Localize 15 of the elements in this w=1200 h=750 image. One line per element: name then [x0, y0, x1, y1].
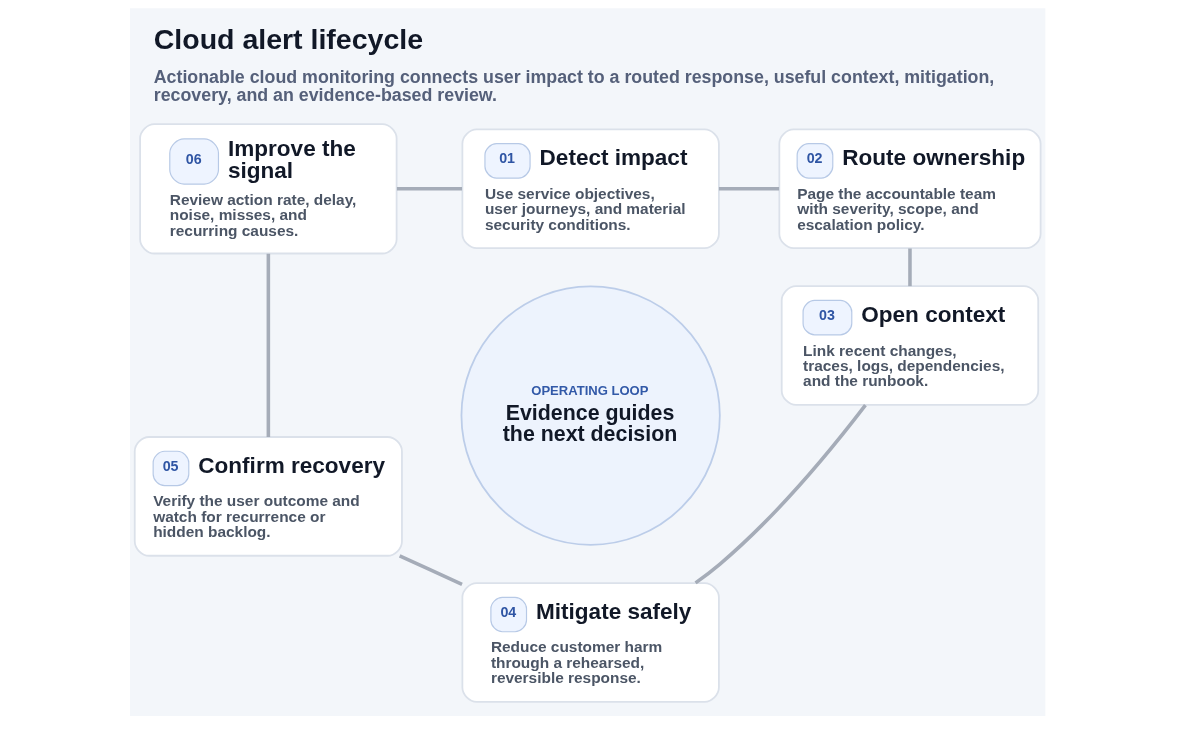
node-box: 01 Detect impact Use service objectives, user journeys, and material security conditions.	[461, 128, 720, 250]
caption: Actionable cloud monitoring connects user impact to a routed response, useful context, mitigation, recovery, and an evidence-based review.	[153, 67, 994, 105]
node-box: 02 Route ownership Page the accountable team with severity, scope, and escalation policy.	[777, 128, 1041, 250]
node-box: 06 Improve the signal Review action rate, delay, noise, misses, and recurring causes.	[138, 123, 397, 255]
node-box: 04 Mitigate safely Reduce customer harm through a rehearsed, reversible response.	[461, 582, 720, 703]
connector	[398, 554, 463, 586]
node-box: 05 Confirm recovery Verify the user outcome and watch for recurrence or hidden backlog.	[133, 436, 403, 557]
connector	[396, 187, 462, 191]
node-circle: OPERATING LOOP Evidence guides the next decision	[460, 285, 721, 546]
connector	[718, 187, 779, 191]
connector	[266, 253, 270, 437]
diagram-title: Cloud alert lifecycle	[153, 22, 423, 55]
connector	[694, 404, 867, 585]
connector	[907, 248, 912, 287]
node-box: 03 Open context Link recent changes, traces, logs, dependencies, and the runbook.	[780, 285, 1039, 406]
